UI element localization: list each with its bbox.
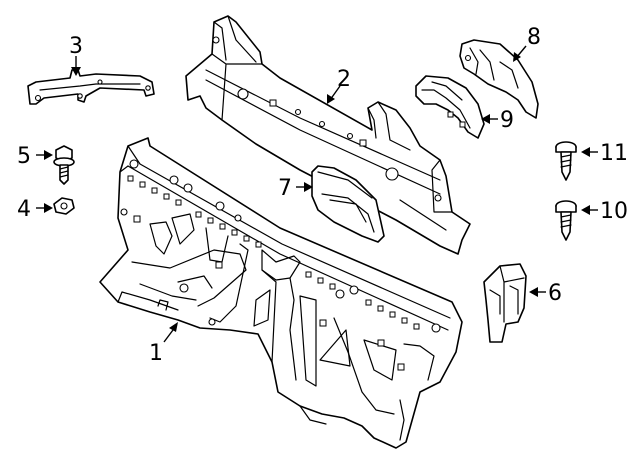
callout-labels: 1 2 3 4 5 6 7 8 9 10 11 (17, 25, 628, 366)
part-4-nut (53, 197, 75, 215)
part-8-bracket (459, 39, 539, 119)
part-6-bracket (483, 263, 527, 343)
part-5-bolt (53, 145, 75, 185)
part-1-rear-panel (99, 137, 463, 449)
part-2-cross-member (185, 15, 471, 255)
callout-10: 10 (600, 199, 628, 224)
part-7-panel (311, 165, 385, 243)
part-3-bracket (27, 69, 155, 105)
callout-4: 4 (17, 197, 31, 222)
callout-1: 1 (149, 341, 163, 366)
part-9-bracket (415, 75, 485, 139)
callout-6: 6 (548, 281, 562, 306)
callout-5: 5 (17, 144, 31, 169)
part-10-screw (555, 200, 577, 241)
callout-2: 2 (337, 67, 351, 92)
callout-7: 7 (278, 176, 292, 201)
callout-11: 11 (600, 141, 628, 166)
part-11-screw (555, 141, 577, 181)
callout-9: 9 (500, 108, 514, 133)
leader-lines (36, 45, 598, 343)
callout-3: 3 (69, 34, 83, 59)
callout-8: 8 (527, 25, 541, 50)
